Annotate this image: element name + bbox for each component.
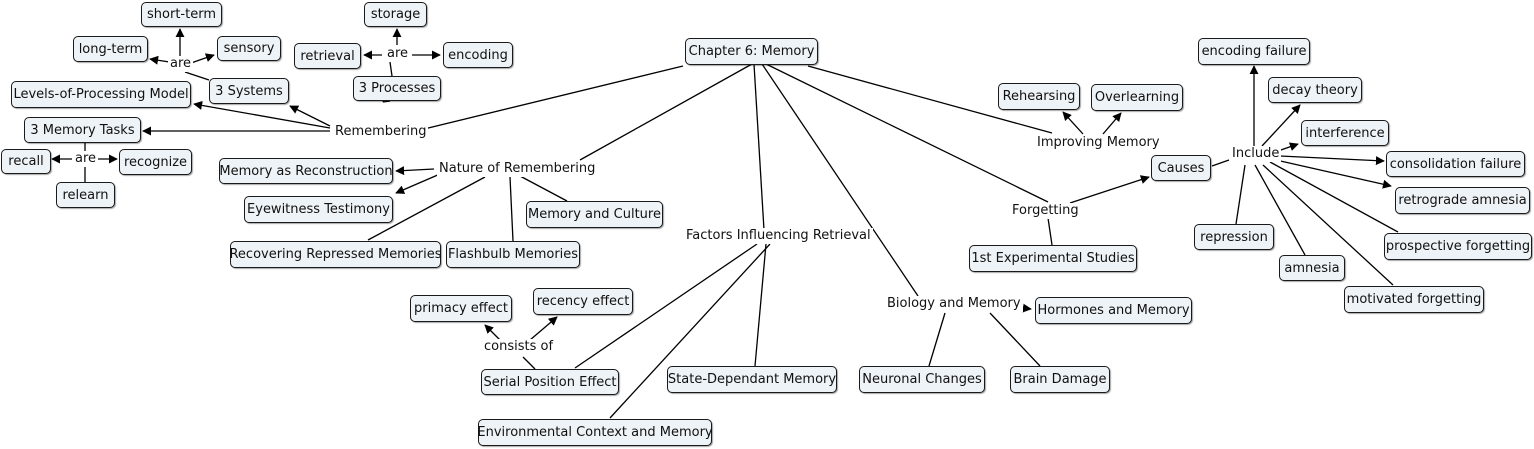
arrow-connector (1069, 175, 1150, 204)
concept-flashbulb-memories[interactable]: Flashbulb Memories (446, 241, 580, 268)
concept-rehearsing[interactable]: Rehearsing (998, 83, 1080, 110)
concept-chapter-6-memory[interactable]: Chapter 6: Memory (685, 38, 818, 65)
link-nature-of-remembering: Nature of Remembering (437, 161, 598, 177)
arrow-connector (395, 173, 441, 194)
concept-serial-position-effect[interactable]: Serial Position Effect (481, 369, 619, 395)
line-connector (519, 175, 568, 202)
arrow-connector (289, 105, 331, 127)
link-remembering: Remembering (333, 124, 429, 140)
line-connector (389, 61, 393, 77)
concept-recall[interactable]: recall (1, 149, 51, 174)
arrow-connector (1102, 112, 1122, 135)
concept-3-systems[interactable]: 3 Systems (209, 78, 289, 104)
line-connector (509, 176, 514, 242)
concept-memory-as-reconstruction[interactable]: Memory as Reconstruction (219, 158, 393, 184)
line-connector (609, 243, 771, 419)
link-forgetting: Forgetting (1010, 203, 1081, 219)
arrow-connector (484, 324, 501, 341)
concept-causes[interactable]: Causes (1151, 155, 1211, 181)
line-connector (753, 63, 765, 231)
concept-3-processes[interactable]: 3 Processes (353, 76, 441, 101)
line-connector (1254, 164, 1306, 256)
link-factors-influencing-retrieval: Factors Influencing Retrieval (684, 228, 873, 244)
concept-3-memory-tasks[interactable]: 3 Memory Tasks (24, 117, 141, 143)
concept-neuronal-changes[interactable]: Neuronal Changes (859, 366, 985, 393)
concept-primacy-effect[interactable]: primacy effect (410, 295, 512, 322)
concept-encoding[interactable]: encoding (443, 42, 513, 68)
link-improving-memory: Improving Memory (1035, 135, 1162, 151)
concept-state-dependant-memory[interactable]: State-Dependant Memory (667, 366, 837, 393)
line-connector (1211, 159, 1230, 167)
line-connector (761, 63, 919, 297)
concept-decay-theory[interactable]: decay theory (1268, 77, 1362, 103)
line-connector (1235, 164, 1246, 225)
line-connector (989, 312, 1041, 367)
line-connector (522, 356, 536, 370)
concept-environmental-context-and-memory[interactable]: Environmental Context and Memory (477, 419, 713, 446)
concept-sensory[interactable]: sensory (217, 36, 281, 61)
line-connector (574, 243, 758, 369)
link-include: Include (1230, 146, 1282, 162)
arrow-connector (1062, 111, 1084, 135)
concept-consolidation-failure[interactable]: consolidation failure (1386, 151, 1525, 177)
line-connector (754, 243, 767, 367)
concept-brain-damage[interactable]: Brain Damage (1010, 366, 1110, 393)
concept-motivated-forgetting[interactable]: motivated forgetting (1344, 286, 1484, 313)
arrow-connector (190, 53, 215, 64)
link-are-systems: are (168, 56, 194, 72)
arrow-connector (1275, 159, 1392, 189)
arrow-connector (395, 166, 435, 176)
concept-repression[interactable]: repression (1194, 224, 1274, 250)
concept-eyewitness-testimony[interactable]: Eyewitness Testimony (244, 196, 393, 223)
concept-interference[interactable]: interference (1301, 120, 1389, 146)
arrow-connector (1261, 104, 1301, 147)
concept-amnesia[interactable]: amnesia (1279, 255, 1345, 281)
line-connector (419, 65, 684, 131)
concept-short-term[interactable]: short-term (141, 2, 222, 27)
line-connector (1269, 161, 1399, 233)
link-are-tasks: are (73, 151, 99, 167)
concept-long-term[interactable]: long-term (73, 36, 148, 62)
line-connector (1047, 217, 1053, 246)
concept-recognize[interactable]: recognize (119, 149, 192, 175)
concept-recency-effect[interactable]: recency effect (533, 288, 633, 315)
concept-hormones-and-memory[interactable]: Hormones and Memory (1035, 297, 1192, 324)
line-connector (765, 63, 1049, 203)
concept-relearn[interactable]: relearn (56, 182, 115, 208)
concept-recovering-repressed-memories[interactable]: Recovering Repressed Memories (229, 241, 442, 268)
concept-retrieval[interactable]: retrieval (294, 43, 361, 69)
concept-encoding-failure[interactable]: encoding failure (1198, 38, 1310, 65)
line-connector (382, 100, 391, 103)
line-connector (184, 71, 210, 81)
line-connector (807, 65, 1053, 134)
line-connector (1262, 164, 1394, 286)
concept-prospective-forgetting[interactable]: prospective forgetting (1384, 233, 1532, 260)
link-are-processes: are (385, 46, 411, 62)
concept-memory-and-culture[interactable]: Memory and Culture (526, 201, 663, 228)
line-connector (367, 176, 486, 241)
concept-overlearning[interactable]: Overlearning (1091, 84, 1183, 111)
line-connector (928, 312, 946, 367)
concept-storage[interactable]: storage (364, 2, 427, 27)
concept-levels-of-processing-model[interactable]: Levels-of-Processing Model (11, 81, 191, 108)
concept-1st-experimental-studies[interactable]: 1st Experimental Studies (969, 245, 1137, 272)
arrow-connector (529, 316, 558, 341)
line-connector (579, 63, 753, 161)
concept-retrograde-amnesia[interactable]: retrograde amnesia (1395, 187, 1530, 214)
arrow-connector (1279, 155, 1385, 166)
link-biology-and-memory: Biology and Memory (885, 296, 1023, 312)
link-consists-of: consists of (482, 339, 556, 355)
arrow-connector (193, 100, 331, 129)
arrow-connector (1277, 142, 1299, 152)
